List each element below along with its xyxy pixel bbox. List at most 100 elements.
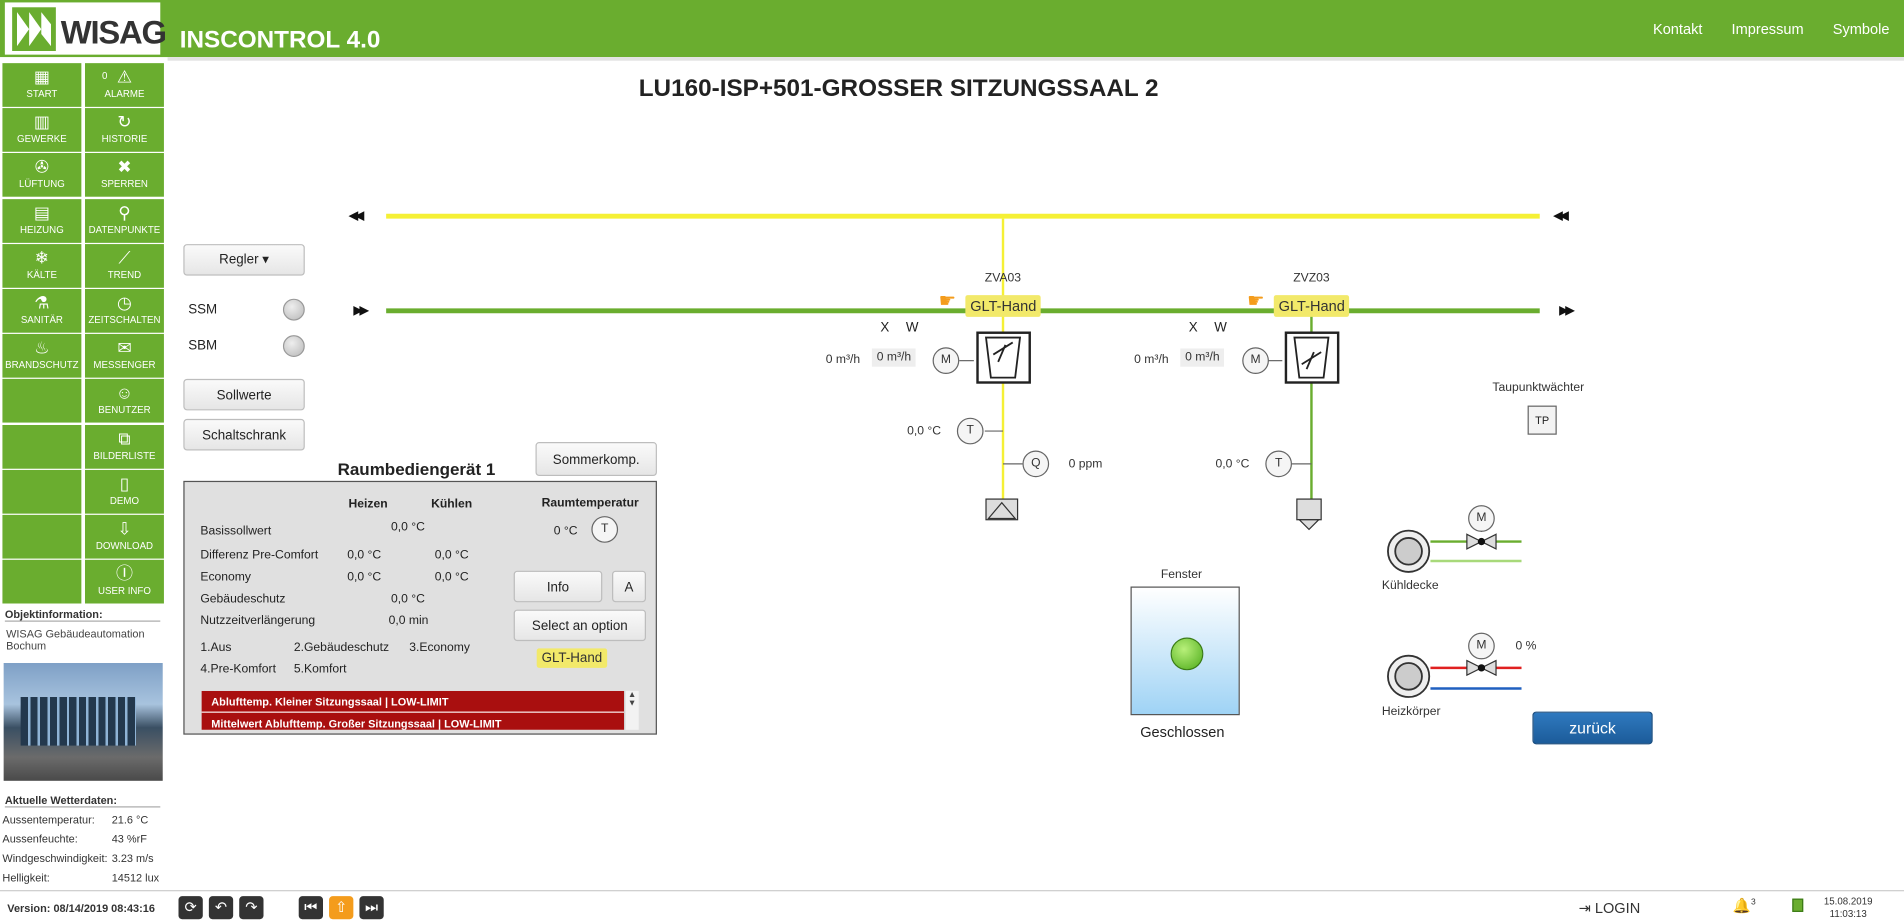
- zvz-glt-hand-badge[interactable]: GLT-Hand: [1273, 295, 1350, 317]
- alarme-icon: ⚠: [116, 66, 133, 87]
- row-value: 0,0 min: [388, 614, 429, 628]
- zva-name: ZVA03: [984, 272, 1022, 286]
- nav-tile-label: ALARME: [104, 88, 145, 100]
- nav-tile-label: LÜFTUNG: [18, 178, 65, 190]
- wisag-logo[interactable]: WISAG: [4, 2, 167, 55]
- nav-tile-label: GEWERKE: [17, 133, 67, 145]
- forward-arrow-icon[interactable]: ↷: [239, 896, 264, 920]
- nav-tile-label: DATENPUNKTE: [88, 224, 161, 236]
- zva-glt-hand-badge[interactable]: GLT-Hand: [965, 295, 1042, 317]
- panel-glt-hand-badge[interactable]: GLT-Hand: [536, 648, 608, 668]
- nav-tile-empty: [2, 424, 82, 469]
- info-button[interactable]: Info: [513, 570, 603, 603]
- nav-tile-start[interactable]: ▦START: [2, 63, 82, 107]
- nav-tile-gewerke[interactable]: ▥GEWERKE: [2, 108, 82, 153]
- nav-tile-label: HISTORIE: [101, 133, 148, 145]
- alarm-row[interactable]: Ablufttemp. Kleiner Sitzungssaal | LOW-L…: [201, 690, 625, 713]
- nav-tile-benutzer[interactable]: ☺BENUTZER: [85, 379, 164, 424]
- nav-tile-label: SANITÄR: [20, 314, 63, 326]
- row-value: 0,0 °C: [434, 548, 469, 563]
- mode-select[interactable]: Select an option: [513, 609, 647, 642]
- arrow-left-icon: [1553, 211, 1569, 222]
- raumtemp-value: 0 °C: [553, 524, 578, 538]
- nav-tile-label: TREND: [107, 269, 142, 281]
- temp-sensor-icon: T: [591, 516, 619, 543]
- nav-tile-bilderliste[interactable]: ⧉BILDERLISTE: [85, 424, 164, 469]
- nav-tile-user-info[interactable]: ⓘUSER INFO: [85, 560, 164, 604]
- nav-tile-lüftung[interactable]: ✇LÜFTUNG: [2, 153, 82, 198]
- hand-icon: ☛: [938, 291, 957, 313]
- gewerke-icon: ▥: [33, 111, 50, 132]
- nav-tile-demo[interactable]: ▯DEMO: [85, 469, 164, 514]
- alarm-scrollbar[interactable]: ▲▼: [624, 690, 639, 730]
- kälte-icon: ❄: [34, 247, 50, 267]
- top-links: Kontakt Impressum Symbole: [1653, 21, 1889, 38]
- link-symbole[interactable]: Symbole: [1832, 20, 1890, 38]
- back-arrow-icon[interactable]: ↶: [208, 896, 234, 920]
- mode-label: 1.Aus: [200, 641, 232, 655]
- valve-icon: [1466, 659, 1483, 677]
- mode-label: 5.Komfort: [293, 663, 347, 677]
- schaltschrank-button[interactable]: Schaltschrank: [183, 418, 305, 451]
- nav-tile-heizung[interactable]: ▤HEIZUNG: [2, 198, 82, 243]
- back-button[interactable]: zurück: [1532, 711, 1653, 745]
- alarm-count: 3: [1750, 898, 1756, 908]
- fenster-state: Geschlossen: [1140, 723, 1225, 741]
- alarm-list[interactable]: Ablufttemp. Kleiner Sitzungssaal | LOW-L…: [201, 690, 625, 730]
- ssm-label: SSM: [188, 302, 218, 317]
- mode-label: 3.Economy: [409, 641, 470, 655]
- login-link[interactable]: ⇥ LOGIN: [1578, 899, 1641, 917]
- nav-tile-datenpunkte[interactable]: ⚲DATENPUNKTE: [85, 198, 164, 243]
- a-button[interactable]: A: [612, 570, 647, 603]
- sanitär-icon: ⚗: [34, 292, 50, 313]
- mode-label: 4.Pre-Komfort: [200, 663, 276, 677]
- up-level-icon[interactable]: ⇧: [329, 896, 354, 920]
- schematic: [348, 211, 1575, 698]
- nav-tile-kälte[interactable]: ❄KÄLTE: [2, 243, 82, 288]
- taupunkt-label: Taupunktwächter: [1492, 381, 1585, 395]
- nav-tile-zeitschalten[interactable]: ◷ZEITSCHALTEN: [85, 289, 164, 333]
- zva-motor-icon: M: [932, 347, 960, 375]
- nav-tile-messenger[interactable]: ✉MESSENGER: [85, 334, 164, 378]
- regler-dropdown[interactable]: Regler ▾: [183, 244, 305, 276]
- nav-tile-label: ZEITSCHALTEN: [88, 314, 161, 326]
- logo-text: WISAG: [60, 14, 167, 52]
- sollwerte-button[interactable]: Sollwerte: [183, 378, 305, 411]
- window-status-led: [1170, 637, 1204, 671]
- nav-tile-trend[interactable]: ⟋TREND: [85, 243, 164, 288]
- first-page-icon[interactable]: ⏮: [298, 896, 324, 920]
- last-page-icon[interactable]: ⏭: [359, 896, 384, 920]
- nav-tile-sanitär[interactable]: ⚗SANITÄR: [2, 289, 82, 333]
- header-divider: [167, 57, 1904, 61]
- nav-tile-sperren[interactable]: ✖SPERREN: [85, 153, 164, 198]
- nav-tile-label: BRANDSCHUTZ: [5, 359, 79, 371]
- sbm-indicator: [282, 335, 305, 358]
- row-value: 0,0 °C: [391, 520, 425, 535]
- row-value: 0,0 °C: [347, 570, 382, 585]
- sommerkomp-button[interactable]: Sommerkomp.: [535, 442, 657, 477]
- alarm-row[interactable]: Mittelwert Ablufttemp. Großer Sitzungssa…: [201, 712, 625, 730]
- zvz-flow-w: 0 m³/h: [1180, 348, 1225, 367]
- nav-tile-empty: [2, 469, 82, 514]
- nav-tile-empty: [2, 379, 82, 424]
- object-info-title: Objektinformation:: [4, 608, 161, 622]
- link-kontakt[interactable]: Kontakt: [1652, 20, 1703, 38]
- refresh-icon[interactable]: ⟳: [178, 896, 203, 920]
- nav-tile-download[interactable]: ⇩DOWNLOAD: [85, 514, 164, 559]
- messenger-icon: ✉: [117, 337, 132, 358]
- valve-icon: [1466, 533, 1483, 550]
- nav-tile-label: DOWNLOAD: [95, 540, 154, 552]
- window-indicator: [1130, 586, 1240, 716]
- arrow-right-icon: [1559, 306, 1575, 316]
- row-value: 0,0 °C: [434, 570, 469, 585]
- sperren-icon: ✖: [117, 157, 132, 177]
- alarm-bell-icon[interactable]: 🔔3: [1732, 897, 1756, 915]
- zvz-inlet-icon: [1296, 498, 1322, 521]
- arrow-left-icon: [348, 211, 365, 222]
- server-status-icon: [1792, 898, 1804, 912]
- link-impressum[interactable]: Impressum: [1731, 20, 1804, 38]
- nav-tile-historie[interactable]: ↻HISTORIE: [85, 108, 164, 153]
- nav-tile-brandschutz[interactable]: ♨BRANDSCHUTZ: [2, 334, 82, 378]
